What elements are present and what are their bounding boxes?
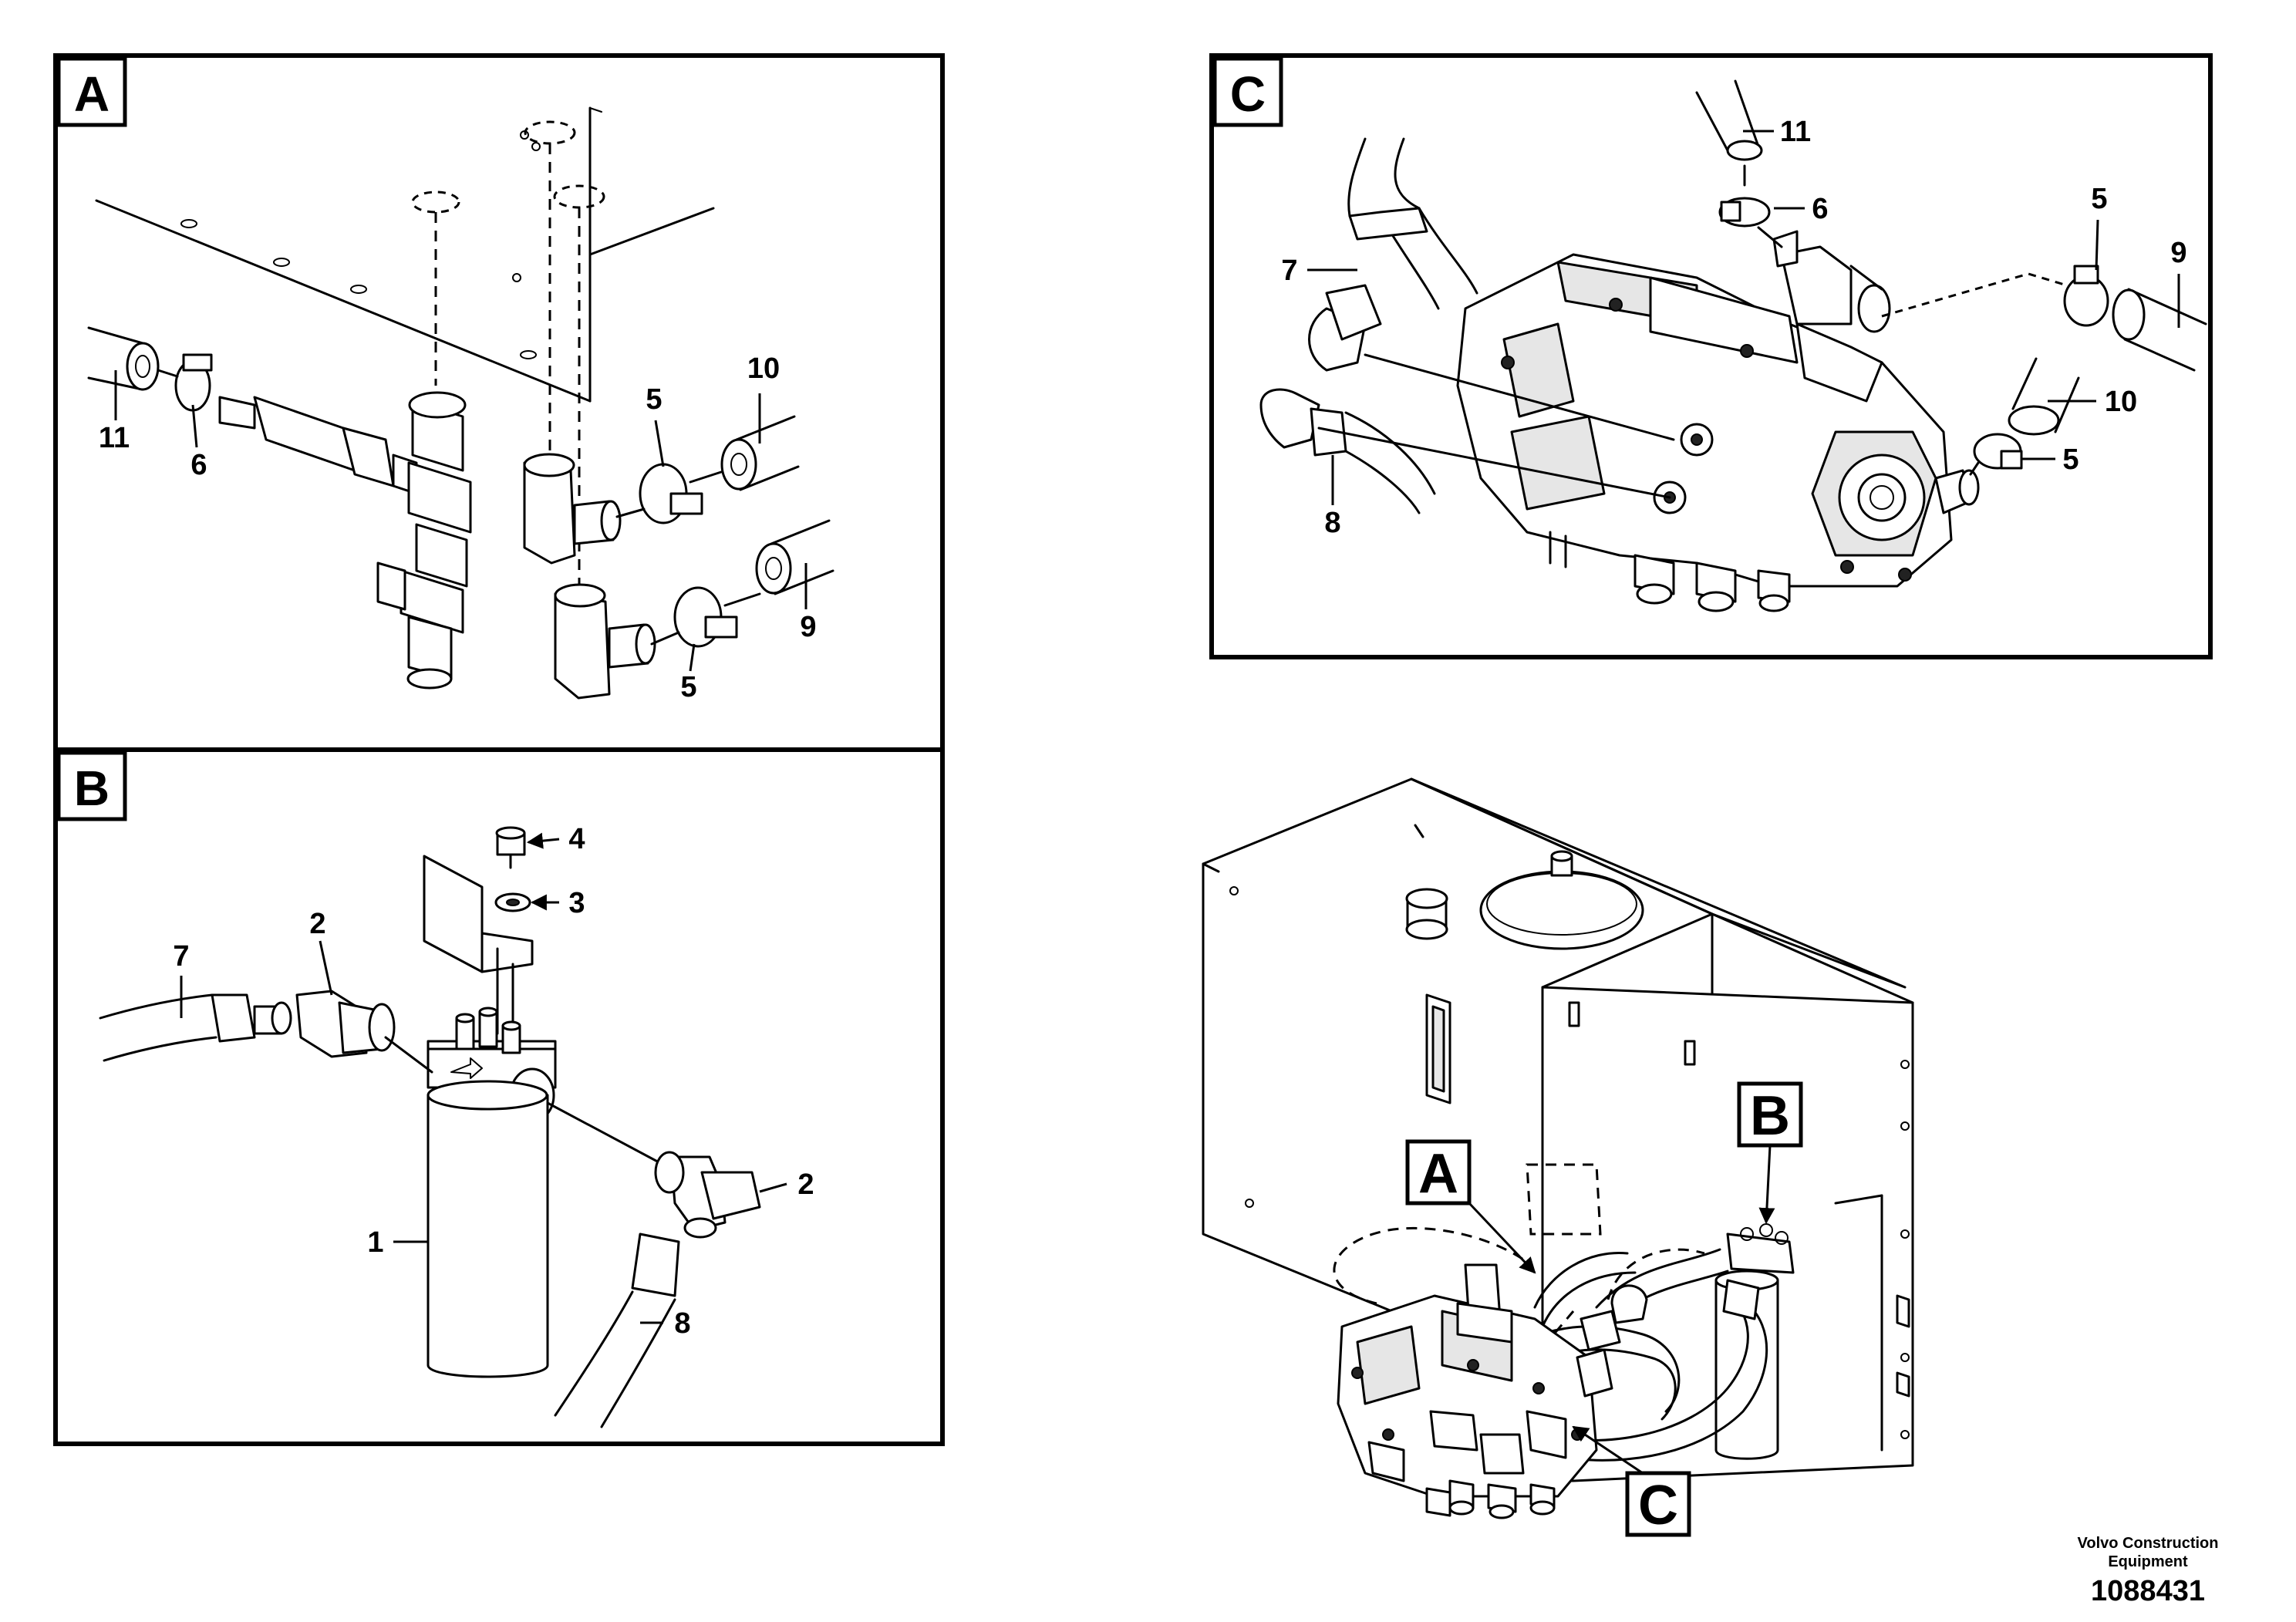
washer-3-part xyxy=(494,892,531,912)
panel-c-label-box xyxy=(1212,56,1283,127)
hose-clamp-5-top-part-c xyxy=(2063,265,2109,327)
hose-9-part-c xyxy=(2112,288,2207,372)
hose-10-part xyxy=(720,415,800,491)
sight-glass xyxy=(1425,993,1451,1104)
callout-c-5-right: 5 xyxy=(2062,443,2079,476)
callout-a-6-leader xyxy=(191,404,198,448)
hose-8-part-c xyxy=(1259,388,1436,514)
callout-c-5-top: 5 xyxy=(2091,183,2107,215)
hose-7-part xyxy=(99,993,283,1062)
panel-a-label: A xyxy=(74,66,110,122)
filter-1-part xyxy=(426,1007,557,1378)
callout-a-10: 10 xyxy=(747,352,780,385)
hidden-filter-dash-a xyxy=(1526,1163,1602,1236)
overview-tag-b-leader xyxy=(1758,1145,1775,1225)
hydraulic-pump xyxy=(1456,230,1980,612)
hidden-hose-dash-right xyxy=(1607,1248,1705,1300)
hose-11-part-c xyxy=(1695,79,1763,187)
callout-b-8: 8 xyxy=(674,1307,690,1340)
mounting-bracket xyxy=(423,855,534,1035)
tank-lid xyxy=(1479,850,1644,950)
hose-10-part-c xyxy=(2008,357,2080,436)
callout-b-3: 3 xyxy=(568,887,585,919)
elbow-fitting-upper xyxy=(523,453,622,565)
callout-c-11: 11 xyxy=(1780,116,1811,148)
callout-b-1: 1 xyxy=(367,1226,383,1259)
overview-tag-b: B xyxy=(1750,1085,1790,1147)
callout-a-9: 9 xyxy=(800,611,816,643)
callout-a-5-top-leader xyxy=(654,420,665,467)
overview-assembly: A B C xyxy=(1202,777,1914,1537)
hose-clamp-6-part xyxy=(157,353,213,412)
elbow-fitting-2-upper-part xyxy=(271,990,433,1074)
hidden-hose-dash-left xyxy=(1333,1226,1532,1305)
callout-b-4: 4 xyxy=(568,823,585,855)
callout-c-9: 9 xyxy=(2170,237,2186,269)
panel-c-frame xyxy=(1209,53,2213,659)
callout-b-2-top-leader xyxy=(319,940,333,996)
callout-c-7: 7 xyxy=(1281,255,1297,287)
check-valve-assembly xyxy=(218,391,472,690)
callout-b-4-leader xyxy=(526,832,560,849)
elbow-fitting-2-right-part xyxy=(546,1101,761,1239)
overview-pump xyxy=(1337,1263,1621,1519)
callout-a-5-bottom-leader xyxy=(689,643,696,672)
callout-a-6: 6 xyxy=(190,449,207,481)
callout-a-5-bottom: 5 xyxy=(680,671,696,703)
callout-c-10: 10 xyxy=(2105,386,2137,418)
panel-b-label: B xyxy=(74,760,110,816)
manufacturer-line-2: Equipment xyxy=(2108,1553,2188,1570)
hose-clamp-5-upper-part xyxy=(615,463,723,524)
callout-b-2-top: 2 xyxy=(309,908,325,940)
panel-c: C xyxy=(1209,53,2213,659)
panel-b-frame xyxy=(53,747,945,1446)
callout-c-5-top-leader xyxy=(2095,219,2099,271)
overview-tag-b-box xyxy=(1737,1081,1803,1148)
document-number: 1088431 xyxy=(2091,1575,2205,1607)
overview-tag-a: A xyxy=(1418,1143,1458,1205)
bolt-4-part xyxy=(495,826,526,869)
panel-a-label-box xyxy=(56,56,127,127)
footer-credit: Volvo Construction Equipment 1088431 xyxy=(2078,1535,2219,1607)
hose-clamp-5-right-part-c xyxy=(1969,433,2023,476)
hose-11-part xyxy=(87,326,160,391)
hose-8-part xyxy=(554,1233,680,1428)
callout-a-11: 11 xyxy=(99,422,130,454)
callout-b-2-right-leader xyxy=(759,1182,787,1193)
callout-b-2-right: 2 xyxy=(797,1168,814,1201)
overview-tag-c-box xyxy=(1625,1471,1691,1537)
manufacturer-line-1: Volvo Construction xyxy=(2078,1535,2219,1552)
elbow-fitting-lower xyxy=(554,583,656,700)
callout-c-6: 6 xyxy=(1812,193,1828,225)
hose-7-part-c xyxy=(1308,137,1478,372)
hose-8-connection-line xyxy=(1317,427,1671,499)
overview-tag-c-leader xyxy=(1572,1425,1644,1475)
overview-tag-a-leader xyxy=(1468,1202,1536,1274)
hose-clamp-5-lower-part xyxy=(650,586,761,648)
overview-tag-a-box xyxy=(1405,1139,1472,1206)
breather-cap xyxy=(1405,888,1448,940)
panel-c-label: C xyxy=(1230,66,1266,122)
overview-tag-c: C xyxy=(1638,1475,1678,1536)
callout-b-7: 7 xyxy=(173,940,189,973)
hose-7-connection-line xyxy=(1364,353,1675,441)
panel-b: B xyxy=(53,747,945,1446)
hose-clamp-6-part-c xyxy=(1718,197,1783,248)
hose-9-part xyxy=(755,519,834,595)
tank-wall xyxy=(95,106,715,403)
panel-a: A xyxy=(53,53,945,752)
callout-c-8: 8 xyxy=(1324,507,1340,539)
panel-b-label-box xyxy=(56,750,127,821)
callout-a-5-top: 5 xyxy=(646,383,662,416)
hose-9-routing-dash xyxy=(1881,272,2068,318)
